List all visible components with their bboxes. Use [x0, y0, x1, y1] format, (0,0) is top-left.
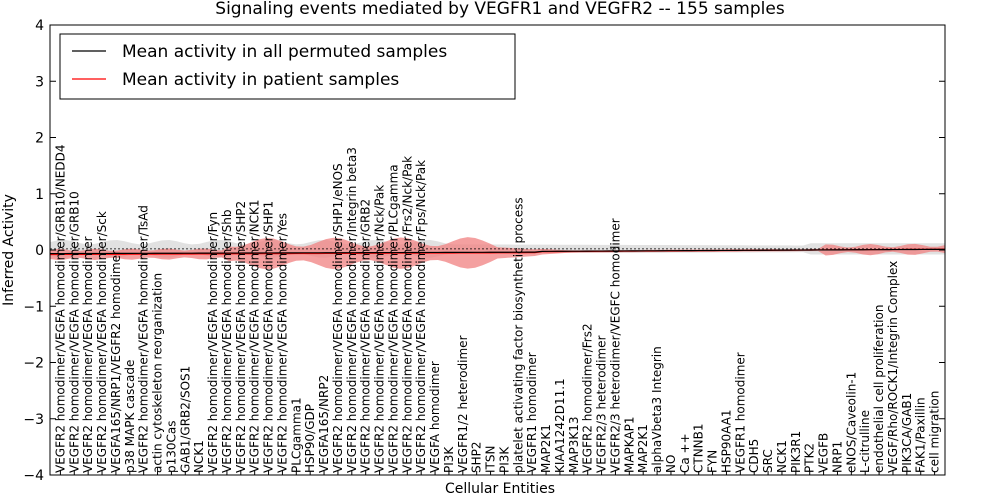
entity-label: FYN: [706, 450, 720, 473]
entity-label: PI3K: [497, 446, 511, 473]
entity-label: Ca ++: [678, 433, 692, 473]
entity-label: VEGFA165/NRP2: [317, 375, 331, 473]
entity-label: L-citrulline: [858, 410, 872, 473]
entity-label: platelet activating factor biosynthetic …: [511, 197, 525, 473]
chart-title: Signaling events mediated by VEGFR1 and …: [215, 0, 785, 19]
entity-label: MAPKAP1: [622, 416, 636, 473]
entity-label: VEGFR2 homodimer/VEGFA homodimer/Nck/Pak: [373, 185, 387, 473]
entity-label: HSP90AA1: [719, 409, 733, 473]
entity-label: VEGFR2 homodimer/VEGFA homodimer/Shb: [220, 210, 234, 474]
entity-label: SRC: [761, 449, 775, 473]
y-tick-label: −1: [23, 299, 44, 315]
entity-label: ITSN: [484, 446, 498, 473]
entity-label: VEGFR2 homodimer/VEGFA homodimer/SHP1/eN…: [331, 163, 345, 473]
entity-label: KIAA1242D11.1: [553, 378, 567, 473]
y-tick-label: 1: [35, 187, 44, 203]
y-tick-label: 0: [35, 243, 44, 259]
entity-label: HSP90/GDP: [303, 404, 317, 473]
entity-label: VEGFR2 homodimer/VEGFA homodimer/TsAd: [137, 205, 151, 473]
entity-label: SHP2: [470, 441, 484, 473]
y-tick-label: −3: [23, 412, 44, 428]
entity-label: CDH5: [747, 439, 761, 473]
entity-label: VEGFR1/2 heterodimer: [456, 335, 470, 473]
entity-label: endothelial cell proliferation: [872, 305, 886, 473]
y-axis: −4 −3 −2 −1 0 1 2 3 4: [23, 18, 945, 484]
y-tick-label: 2: [35, 131, 44, 147]
entity-label: cell migration: [928, 391, 942, 473]
entity-label: PIK3CA/GAB1: [900, 393, 914, 473]
entity-label: VEGFR2 homodimer/VEGFA homodimer/GRB10/N…: [53, 144, 67, 473]
entity-label: VEGFA165/NRP1/VEGFR2 homodimer: [109, 250, 123, 473]
entity-label: CTNNB1: [692, 423, 706, 473]
entity-label: VEGFB: [817, 433, 831, 473]
entity-label: VEGFR2 homodimer/Frs2: [581, 323, 595, 473]
entity-label: PI3K: [442, 446, 456, 473]
entity-label: VEGFR2/3 heterodimer/VEGFC homodimer: [608, 218, 622, 473]
entity-label: GAB1/GRB2/SOS1: [178, 366, 192, 473]
entity-label: NCK1: [775, 440, 789, 473]
entity-labels: VEGFR2 homodimer/VEGFA homodimer/GRB10/N…: [53, 144, 942, 475]
entity-label: VEGF/Rho/ROCK1/Integrin Complex: [886, 261, 900, 473]
entity-label: p130Cas: [164, 420, 178, 473]
entity-label: VEGFR2 homodimer/VEGFA homodimer/PLCgamm…: [386, 164, 400, 473]
plot-area: [49, 237, 946, 270]
entity-label: PLCgamma1: [289, 397, 303, 473]
entity-label: VEGFR2 homodimer/VEGFA homodimer/SHP2: [234, 201, 248, 473]
entity-label: p38 MAPK cascade: [123, 360, 137, 473]
entity-label: PTK2: [803, 443, 817, 473]
entity-label: MAP2K1: [539, 424, 553, 473]
entity-label: NRP1: [830, 441, 844, 473]
entity-label: VEGFR2 homodimer/VEGFA homodimer/Fps/Nck…: [414, 160, 428, 473]
entity-label: actin cytoskeleton reorganization: [151, 273, 165, 473]
y-axis-label: Inferred Activity: [1, 194, 17, 306]
entity-label: VEGFR2 homodimer/VEGFA homodimer/Frs2/Nc…: [400, 156, 414, 473]
legend-label-patient: Mean activity in patient samples: [122, 70, 399, 90]
entity-label: NO: [664, 455, 678, 473]
entity-label: VEGFR2 homodimer/VEGFA homodimer/GRB2: [359, 199, 373, 473]
entity-label: VEGFR2 homodimer/VEGFA homodimer/Sck: [95, 211, 109, 473]
entity-label: eNOS/Caveolin-1: [844, 372, 858, 473]
entity-label: VEGFR2 homodimer/VEGFA homodimer/NCK1: [248, 199, 262, 473]
legend-label-permuted: Mean activity in all permuted samples: [122, 42, 447, 62]
y-tick-label: −4: [23, 468, 44, 484]
entity-label: VEGFR2/3 heterodimer: [595, 335, 609, 473]
entity-label: VEGFA homodimer: [428, 361, 442, 473]
y-tick-label: −2: [23, 356, 44, 372]
legend: Mean activity in all permuted samples Me…: [59, 33, 516, 100]
entity-label: VEGFR2 homodimer/VEGFA homodimer/GRB10: [67, 191, 81, 473]
entity-label: VEGFR1 homodimer: [733, 352, 747, 473]
entity-label: VEGFR1 homodimer: [525, 352, 539, 473]
legend-box: [59, 33, 516, 100]
entity-label: PIK3R1: [789, 431, 803, 473]
y-tick-label: 3: [35, 74, 44, 90]
entity-label: MAP2K1: [636, 424, 650, 473]
entity-label: VEGFR2 homodimer/VEGFA homodimer/Fyn: [206, 212, 220, 473]
entity-label: MAP3K13: [567, 416, 581, 473]
y-tick-label: 4: [35, 18, 44, 34]
entity-label: VEGFR2 homodimer/VEGFA homodimer: [81, 236, 95, 473]
entity-label: VEGFR2 homodimer/VEGFA homodimer/SHP1: [262, 201, 276, 473]
entity-label: alphaVbeta3 Integrin: [650, 346, 664, 473]
entity-label: VEGFR2 homodimer/VEGFA homodimer/Integri…: [345, 147, 359, 473]
entity-label: VEGFR2 homodimer/VEGFA homodimer/Yes: [275, 213, 289, 473]
entity-label: NCK1: [192, 440, 206, 473]
mean-activity-line: [49, 248, 946, 255]
x-axis-label: Cellular Entities: [445, 481, 555, 497]
entity-label: FAK1/Paxillin: [914, 397, 928, 473]
